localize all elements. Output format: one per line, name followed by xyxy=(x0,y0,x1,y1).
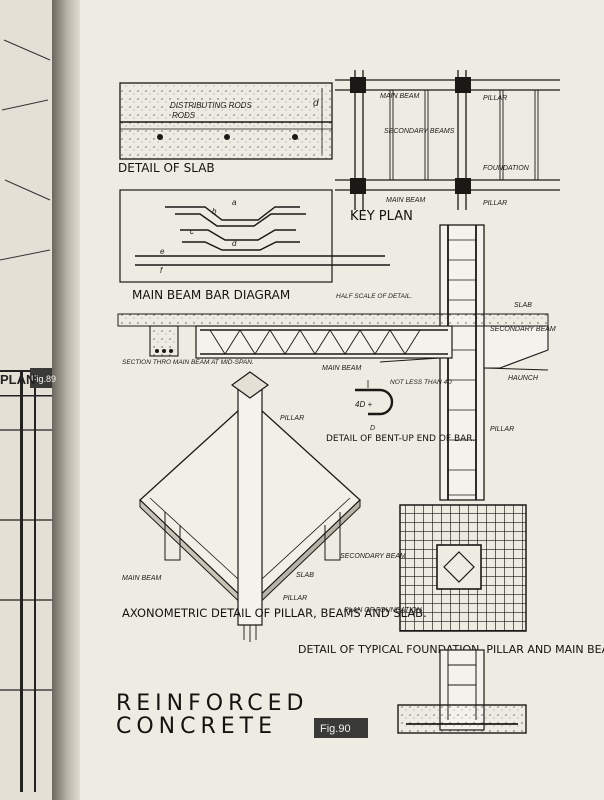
axo-title: AXONOMETRIC DETAIL OF PILLAR, BEAMS AND … xyxy=(122,606,427,620)
plan-foundation-label: PLAN OF FOUNDATION xyxy=(344,607,422,614)
bend-4d: 4D + xyxy=(355,400,372,409)
beam-elevation: SLAB SECONDARY BEAM MAIN BEAM HAUNCH SEC… xyxy=(117,302,556,382)
fig-badge xyxy=(314,718,368,738)
slab-rods-label: DISTRIBUTING RODS xyxy=(170,101,252,110)
slab-d-label: d xyxy=(313,98,319,109)
bar-letter-f: f xyxy=(160,266,163,275)
main-title: REINFORCED CONCRETE Fig.90 xyxy=(116,691,368,739)
kp-pillar-bottom: PILLAR xyxy=(483,200,507,207)
axo-pillar: PILLAR xyxy=(280,415,304,422)
bar-diagram: a b c d e f MAIN BEAM BAR DIAGRAM HALF S… xyxy=(119,189,412,302)
gutter-shadow xyxy=(52,0,82,800)
axo-pillar-2: PILLAR xyxy=(283,595,307,602)
bar-letter-d: d xyxy=(232,239,237,248)
kp-main-beam-top: MAIN BEAM xyxy=(380,93,419,100)
beam-haunch-label: HAUNCH xyxy=(508,375,539,382)
bent-end-detail: NOT LESS THAN 4D 4D + D DETAIL OF BENT-U… xyxy=(326,379,475,444)
axo-title-text: AXONOMETRIC DETAIL OF PILLAR, BEAMS AND … xyxy=(122,606,427,620)
bend-d: D xyxy=(370,425,375,432)
foundation-plan: PLAN OF FOUNDATION DETAIL OF TYPICAL FOU… xyxy=(298,504,604,656)
kp-foundation: FOUNDATION xyxy=(483,165,530,172)
bar-letter-c: c xyxy=(190,227,194,236)
bar-diagram-note: HALF SCALE OF DETAIL. xyxy=(336,293,412,300)
fig-badge-text: Fig.90 xyxy=(320,723,351,735)
beam-main-label: MAIN BEAM xyxy=(322,365,361,372)
slab-rods-label-2: RODS xyxy=(172,111,196,120)
kp-secondary-beams: SECONDARY BEAMS xyxy=(384,128,455,135)
axonometric-detail: PILLAR SECONDARY BEAM MAIN BEAM SLAB PIL… xyxy=(122,371,427,642)
key-plan: MAIN BEAM PILLAR SECONDARY BEAMS FOUNDAT… xyxy=(335,70,560,224)
axo-main: MAIN BEAM xyxy=(122,575,161,582)
left-plan-label: PLAN xyxy=(0,372,35,387)
pillar-label: PILLAR xyxy=(490,426,514,433)
kp-pillar-top: PILLAR xyxy=(483,95,507,102)
foundation-section xyxy=(397,649,527,734)
bar-letter-b: b xyxy=(212,207,217,216)
axo-slab: SLAB xyxy=(296,572,314,579)
slab-detail: d DISTRIBUTING RODS RODS DETAIL OF SLAB xyxy=(118,82,333,175)
slab-title: DETAIL OF SLAB xyxy=(118,161,215,175)
main-title-line-2: CONCRETE xyxy=(116,714,277,739)
key-plan-title: KEY PLAN xyxy=(350,209,413,224)
bar-diagram-title: MAIN BEAM BAR DIAGRAM xyxy=(132,288,290,302)
main-title-line-1: REINFORCED xyxy=(116,691,309,716)
beam-slab-label: SLAB xyxy=(514,302,532,309)
left-page-fragments: Fig.89 PLAN xyxy=(0,39,56,792)
pillar-elevation: PILLAR xyxy=(439,224,514,501)
kp-main-beam-bottom: MAIN BEAM xyxy=(386,197,425,204)
bar-letter-a: a xyxy=(232,198,237,207)
beam-secondary-label: SECONDARY BEAM xyxy=(490,326,556,333)
left-fig-badge xyxy=(30,368,52,388)
section-label-text: SECTION THRO MAIN BEAM AT MID-SPAN. xyxy=(122,359,254,366)
section-label: SECTION THRO MAIN BEAM AT MID-SPAN. xyxy=(122,359,254,366)
bend-title: DETAIL OF BENT-UP END OF BAR. xyxy=(326,434,475,444)
bend-not-less: NOT LESS THAN 4D xyxy=(390,379,452,386)
axo-secondary: SECONDARY BEAM xyxy=(340,553,406,560)
bar-letter-e: e xyxy=(160,247,165,256)
left-fig-badge-text: Fig.89 xyxy=(31,374,56,384)
